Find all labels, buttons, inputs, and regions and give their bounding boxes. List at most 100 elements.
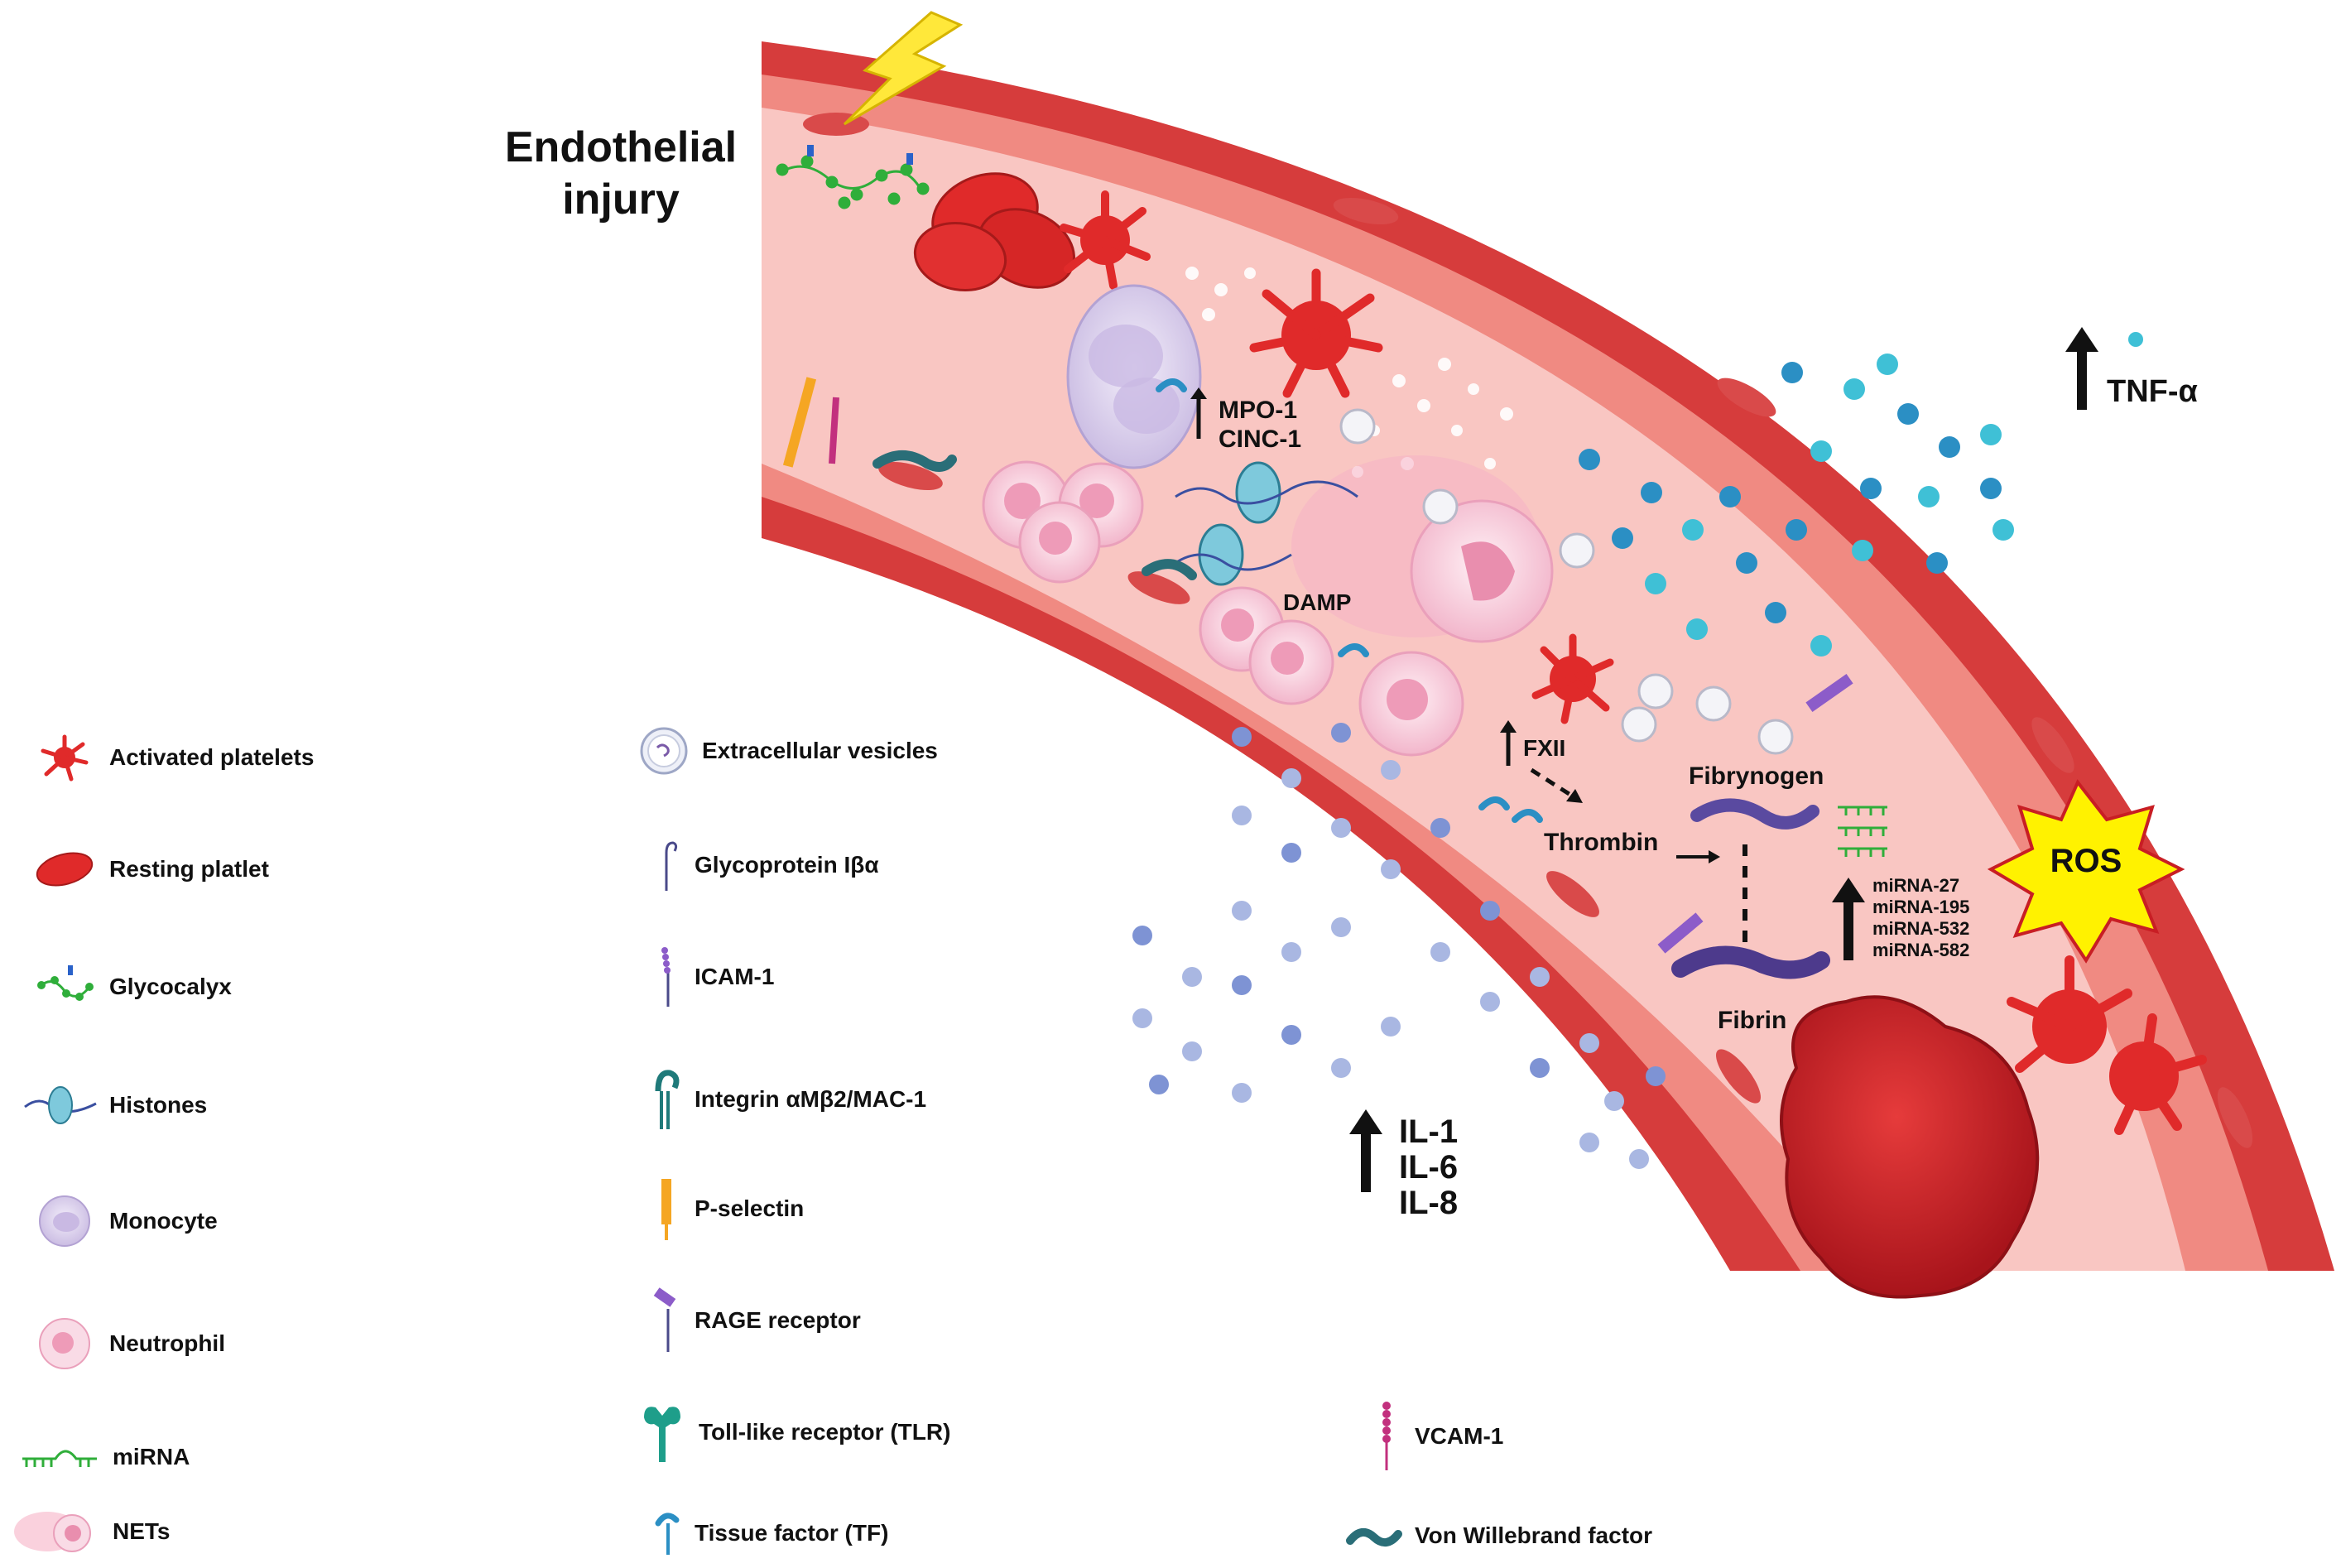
up-arrow-interleukins [1349,1109,1382,1192]
p-selectin-receptor [782,377,817,468]
neutrophil [1248,619,1334,705]
tlr-icon [644,1407,680,1462]
activated-platelet [1531,633,1614,724]
legend-label: Resting platlet [109,856,269,882]
glycoprotein-icon [665,841,678,891]
glycocalyx-icon [37,965,94,1001]
legend-label: P-selectin [695,1195,805,1221]
label-mirna-532: miRNA-532 [1872,918,1969,939]
rage-receptor-icon [653,1287,676,1352]
up-arrow-mirna [1832,878,1865,960]
tissue-factor-icon [655,1513,680,1555]
legend-label: Activated platelets [109,744,315,770]
up-arrow-mpo [1190,387,1207,439]
label-cinc: CINC-1 [1219,426,1301,453]
label-fxii: FXII [1523,735,1565,761]
fibrin-mesh [1671,945,1830,979]
activated-platelet [1249,268,1383,398]
legend-label: Glycoprotein Iβα [695,852,879,878]
ros-starburst [1987,779,2185,964]
neutrophil [1358,651,1464,757]
legend-neutrophil: Neutrophil [31,1315,225,1373]
legend-integrin: Integrin αMβ2/MAC-1 [650,1066,926,1133]
neutrophil-releasing-nets [1291,455,1554,643]
legend-label: miRNA [113,1444,190,1469]
legend-rage-receptor: RAGE receptor [650,1287,861,1354]
histone [1175,461,1358,586]
label-tnf: TNF-α [2107,374,2198,409]
activated-platelet-icon [41,734,89,782]
endothelial-nucleus [1127,571,1190,604]
mirna-icon [22,1450,97,1467]
legend-label: Integrin αMβ2/MAC-1 [695,1086,927,1112]
monocyte [1066,284,1202,469]
vcam-receptor [829,397,839,464]
extracellular-vesicles [1339,408,1794,755]
legend-vcam: VCAM-1 [1370,1399,1503,1474]
legend-von-willebrand-factor: Von Willebrand factor [1345,1519,1652,1552]
endothelial-nucleus [2031,717,2074,773]
legend-label: NETs [113,1518,171,1544]
glycocalyx [776,145,930,209]
legend-label: Glycocalyx [109,974,232,999]
activated-platelet [2007,955,2132,1073]
title-line-2: injury [562,176,680,224]
fibrynogen-strand [1690,798,1819,830]
histone-icon [24,1086,97,1124]
label-mirna-27: miRNA-27 [1872,875,1959,896]
legend-label: RAGE receptor [695,1307,861,1333]
label-il6: IL-6 [1399,1149,1458,1186]
monocyte-icon [39,1195,90,1247]
endothelial-nucleus [1333,197,1399,225]
label-mirna-195: miRNA-195 [1872,897,1969,917]
legend-label: Von Willebrand factor [1415,1522,1653,1548]
vesicle-icon [640,727,688,775]
legend-histones: Histones [23,1080,207,1130]
resting-platelet-cluster [913,172,1075,292]
label-fibrynogen: Fibrynogen [1689,762,1824,790]
dashed-arrow-fxii-to-thrombin [1530,767,1583,803]
icam-icon [661,947,671,1007]
arrow-thrombin-to-fibrin [1676,850,1720,863]
endothelial-nucleus [2217,1087,2253,1148]
blood-clot [1780,995,2040,1299]
legend-activated-platelets: Activated platelets [31,733,314,782]
endothelial-nucleus [1716,1049,1761,1104]
legend-icam: ICAM-1 [650,944,774,1010]
tnf-cytokine-dots [1579,332,2143,657]
legend-monocyte: Monocyte [31,1192,218,1250]
label-il1: IL-1 [1399,1113,1458,1150]
title-line-1: Endothelial [505,123,737,171]
label-thrombin: Thrombin [1544,829,1658,856]
lightning-bolt-icon [843,11,964,126]
mirna-cluster [1838,806,1887,857]
legend-resting-platelet: Resting platlet [31,844,269,894]
label-ros: ROS [2050,843,2122,879]
label-il8: IL-8 [1399,1185,1458,1221]
endothelial-nucleus [878,461,943,491]
legend-glycoprotein: Glycoprotein Iβα [650,836,879,894]
label-fibrin: Fibrin [1718,1007,1786,1034]
endothelial-nucleus [1717,378,1776,417]
up-arrow-fxii [1500,720,1517,766]
legend-glycocalyx: Glycocalyx [31,962,232,1012]
legend-extracellular-vesicles: Extracellular vesicles [637,724,938,777]
nets-icon [14,1512,91,1552]
legend-label: Extracellular vesicles [702,738,938,763]
legend-label: Histones [109,1092,208,1118]
legend-label: Tissue factor (TF) [695,1520,889,1546]
label-mirna-582: miRNA-582 [1872,940,1969,960]
rage-receptor [1657,674,1853,954]
legend-label: Toll-like receptor (TLR) [699,1419,951,1445]
vwf-icon [1346,1528,1402,1546]
p-selectin-icon [661,1179,671,1240]
legend-mirna: miRNA [18,1441,190,1474]
neutrophil [1018,501,1101,584]
tissue-factor-receptors [1156,378,1543,823]
legend-label: VCAM-1 [1415,1423,1504,1449]
legend-label: Monocyte [109,1208,218,1234]
endothelial-nucleus [1546,871,1599,917]
legend-label: ICAM-1 [695,964,775,989]
von-willebrand-factor [872,450,1197,580]
